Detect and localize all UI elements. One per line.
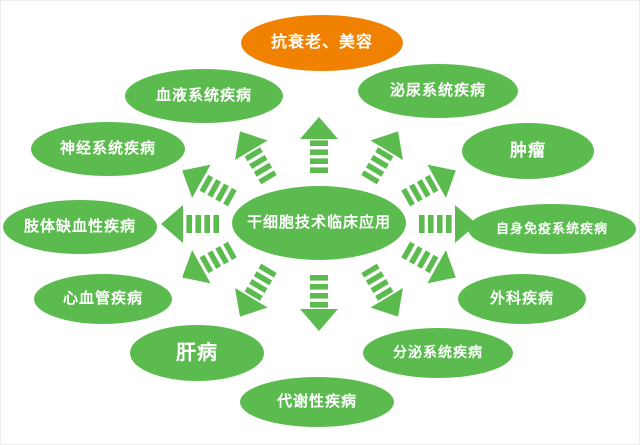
node-autoimmune: 自身免疫系统疾病	[468, 204, 636, 254]
node-label: 神经系统疾病	[59, 139, 156, 157]
node-label: 肿瘤	[510, 141, 546, 161]
node-surgical: 外科疾病	[458, 274, 586, 324]
node-label: 肝病	[176, 341, 218, 364]
radial-arrow	[234, 263, 277, 317]
node-label: 外科疾病	[489, 289, 554, 307]
node-secretory: 分泌系统疾病	[363, 328, 513, 378]
radial-arrow	[300, 275, 338, 331]
node-blood: 血液系统疾病	[125, 69, 283, 123]
node-nervous: 神经系统疾病	[31, 122, 185, 176]
radial-arrow	[361, 131, 404, 185]
radial-arrow	[361, 263, 404, 317]
node-anti-aging: 抗衰老、美容	[241, 15, 403, 71]
node-label: 心血管疾病	[62, 289, 143, 307]
center-node: 干细胞技术临床应用	[232, 186, 406, 260]
node-cardiovascular: 心血管疾病	[34, 274, 172, 324]
node-tumor: 肿瘤	[462, 123, 594, 179]
node-liver: 肝病	[130, 325, 264, 381]
node-label: 泌尿系统疾病	[389, 81, 486, 99]
center-node-label: 干细胞技术临床应用	[246, 213, 391, 231]
node-label: 抗衰老、美容	[270, 34, 373, 51]
node-urinary: 泌尿系统疾病	[358, 64, 518, 118]
radial-arrow	[401, 241, 456, 284]
node-label: 肢体缺血性疾病	[23, 217, 136, 235]
node-metabolic: 代谢性疾病	[240, 377, 394, 427]
node-label: 自身免疫系统疾病	[495, 220, 608, 236]
node-label: 血液系统疾病	[155, 86, 252, 104]
radial-arrow	[234, 131, 277, 185]
radial-arrow	[419, 205, 477, 243]
node-limb-ischemia: 肢体缺血性疾病	[3, 200, 157, 254]
node-label: 代谢性疾病	[276, 392, 357, 410]
radial-arrow	[401, 164, 456, 207]
radial-arrow	[161, 205, 219, 243]
radial-arrow	[182, 241, 237, 284]
radial-arrow	[182, 164, 237, 207]
node-label: 分泌系统疾病	[393, 344, 483, 361]
radial-arrow	[300, 117, 338, 173]
